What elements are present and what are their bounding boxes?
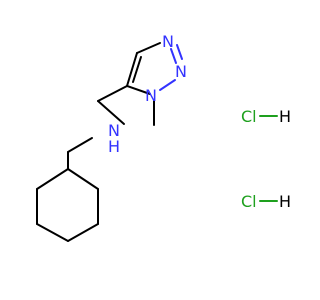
hcl-2-chlorine-label: Cl [241, 192, 257, 211]
bond-ring-6 [36, 168, 69, 190]
bond-c5-c4-double [132, 56, 142, 83]
hcl-2-hydrogen-label: H [279, 192, 291, 211]
bond-ring-3 [67, 223, 99, 242]
hcl-1-chlorine-label: Cl [241, 107, 257, 126]
triazole-n1-label: N [145, 86, 157, 105]
bond-n3-n2-double [176, 44, 183, 60]
amine-nitrogen-label: N [108, 121, 120, 140]
bond-n2-n1 [159, 79, 176, 91]
triazole-ring [126, 42, 183, 95]
amine-hydrogen-label: H [108, 137, 120, 156]
bond-n3-n2 [170, 48, 177, 64]
bond-n-to-ch2 [97, 100, 125, 125]
bond-c4-n3 [136, 42, 161, 54]
bond-ring-1 [67, 168, 99, 190]
hcl-1-hydrogen-label: H [279, 107, 291, 126]
bond-c5-c4 [126, 52, 138, 87]
structure-canvas: N H N N N Cl H Cl H [36, 32, 291, 242]
bond-n1-c5 [126, 85, 151, 95]
bond-ch2-to-n [67, 137, 93, 153]
molecule-structure: N H N N N Cl H Cl H [36, 32, 291, 242]
triazole-n3-label: N [162, 32, 174, 51]
bond-ch2-to-c5 [97, 85, 128, 102]
triazole-n2-label: N [175, 62, 187, 81]
bond-ring-4 [36, 223, 69, 242]
cyclohexane-ring [36, 168, 99, 242]
